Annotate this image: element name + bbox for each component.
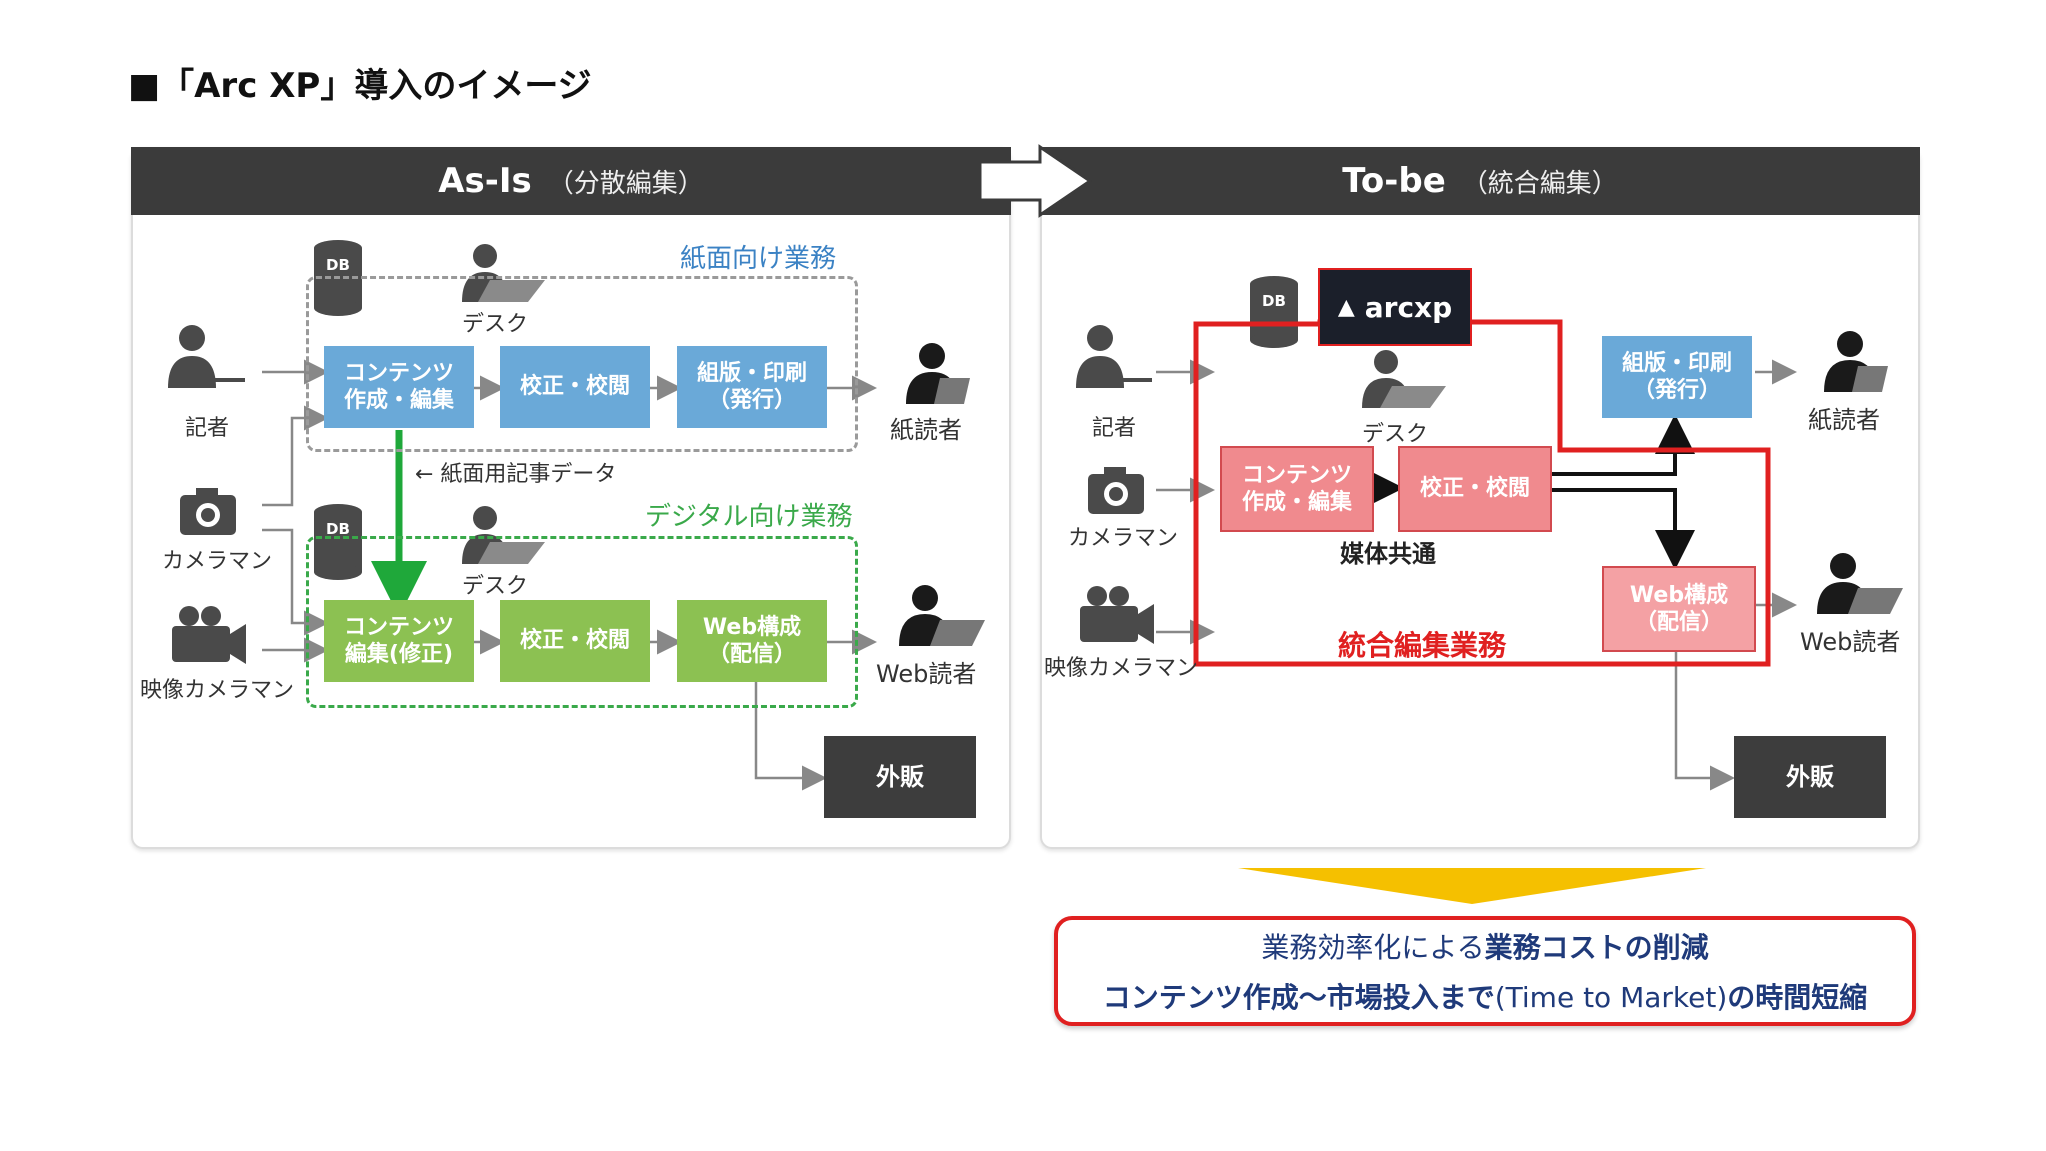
desk-person-icon [462, 244, 545, 302]
to-be-heading: To-be [1342, 161, 1446, 201]
article-data-label: ← 紙面用記事データ [415, 462, 617, 487]
video-camera-icon [172, 606, 246, 664]
web-reader-label: Web読者 [876, 660, 977, 688]
camera-icon [1088, 467, 1144, 514]
db-icon [314, 504, 362, 580]
reporter-icon [1076, 325, 1152, 388]
as-is-panel [131, 147, 1011, 849]
db-label: DB [326, 256, 350, 274]
result-line-2-a: コンテンツ作成～市場投入まで [1102, 981, 1495, 1014]
desk-label: デスク [462, 574, 529, 599]
digital-work-group [306, 536, 858, 708]
paper-content-box: コンテンツ 作成・編集 [324, 346, 474, 428]
video-camera-label: 映像カメラマン [1044, 656, 1199, 681]
digital-proof-box: 校正・校閲 [500, 600, 650, 682]
arcxp-logo-text: arcxp [1364, 290, 1453, 324]
paper-reader-label: 紙読者 [1808, 406, 1880, 434]
camera-icon [180, 488, 236, 535]
reporter-label: 記者 [1092, 416, 1137, 441]
desk-person-icon [462, 506, 545, 564]
paper-reader-icon [1824, 331, 1888, 392]
arcxp-mark-icon: ▲ [1337, 294, 1355, 320]
page-title: ■「Arc XP」導入のイメージ [128, 66, 592, 106]
integrated-work-label: 統合編集業務 [1338, 629, 1507, 662]
video-camera-label: 映像カメラマン [140, 678, 295, 703]
reporter-label: 記者 [185, 416, 230, 441]
web-reader-label: Web読者 [1800, 628, 1901, 656]
desk-label: デスク [1362, 422, 1429, 447]
result-box: 業務効率化による業務コストの削減 コンテンツ作成～市場投入まで(Time to … [1054, 916, 1916, 1026]
web-build-box: Web構成 （配信） [677, 600, 827, 682]
paper-work-label: 紙面向け業務 [680, 244, 837, 274]
camera-label: カメラマン [162, 549, 273, 574]
web-build-box: Web構成 （配信） [1602, 566, 1756, 652]
paper-proof-box: 校正・校閲 [500, 346, 650, 428]
as-is-heading: As-Is [438, 161, 532, 201]
transition-arrow [978, 144, 1093, 218]
result-line-2: コンテンツ作成～市場投入まで(Time to Market)の時間短縮 [1103, 976, 1868, 1016]
video-camera-icon [1080, 586, 1154, 644]
digital-content-box: コンテンツ 編集(修正) [324, 600, 474, 682]
digital-work-label: デジタル向け業務 [645, 502, 853, 532]
content-box: コンテンツ 作成・編集 [1220, 446, 1374, 532]
result-chevron [1238, 868, 1706, 904]
paper-work-group [306, 276, 858, 452]
arcxp-logo: ▲ arcxp [1318, 268, 1472, 346]
resale-box: 外販 [824, 736, 976, 818]
media-common-label: 媒体共通 [1340, 540, 1436, 568]
proof-box: 校正・校閲 [1398, 446, 1552, 532]
resale-box: 外販 [1734, 736, 1886, 818]
as-is-heading-sub: （分散編集） [547, 168, 704, 199]
result-line-1: 業務効率化による業務コストの削減 [1261, 926, 1708, 966]
result-line-2-c: の時間短縮 [1727, 981, 1868, 1014]
desk-label: デスク [462, 312, 529, 337]
web-reader-icon [899, 585, 985, 646]
result-line-1-b: 業務コストの削減 [1484, 931, 1709, 964]
as-is-header: As-Is （分散編集） [131, 147, 1011, 215]
result-line-1-a: 業務効率化による [1261, 931, 1485, 964]
db-label: DB [1262, 292, 1286, 310]
result-line-2-b: (Time to Market) [1494, 981, 1728, 1014]
db-icon [1250, 276, 1298, 348]
to-be-header: To-be （統合編集） [1040, 147, 1920, 215]
web-reader-icon [1817, 553, 1903, 614]
desk-person-icon [1362, 350, 1446, 408]
camera-label: カメラマン [1068, 526, 1179, 551]
typeset-box: 組版・印刷 （発行） [1602, 336, 1752, 418]
typeset-box: 組版・印刷 （発行） [677, 346, 827, 428]
to-be-heading-sub: （統合編集） [1461, 168, 1618, 199]
db-label: DB [326, 520, 350, 538]
paper-reader-label: 紙読者 [890, 416, 962, 444]
reporter-icon [168, 325, 245, 388]
paper-reader-icon [906, 343, 970, 404]
